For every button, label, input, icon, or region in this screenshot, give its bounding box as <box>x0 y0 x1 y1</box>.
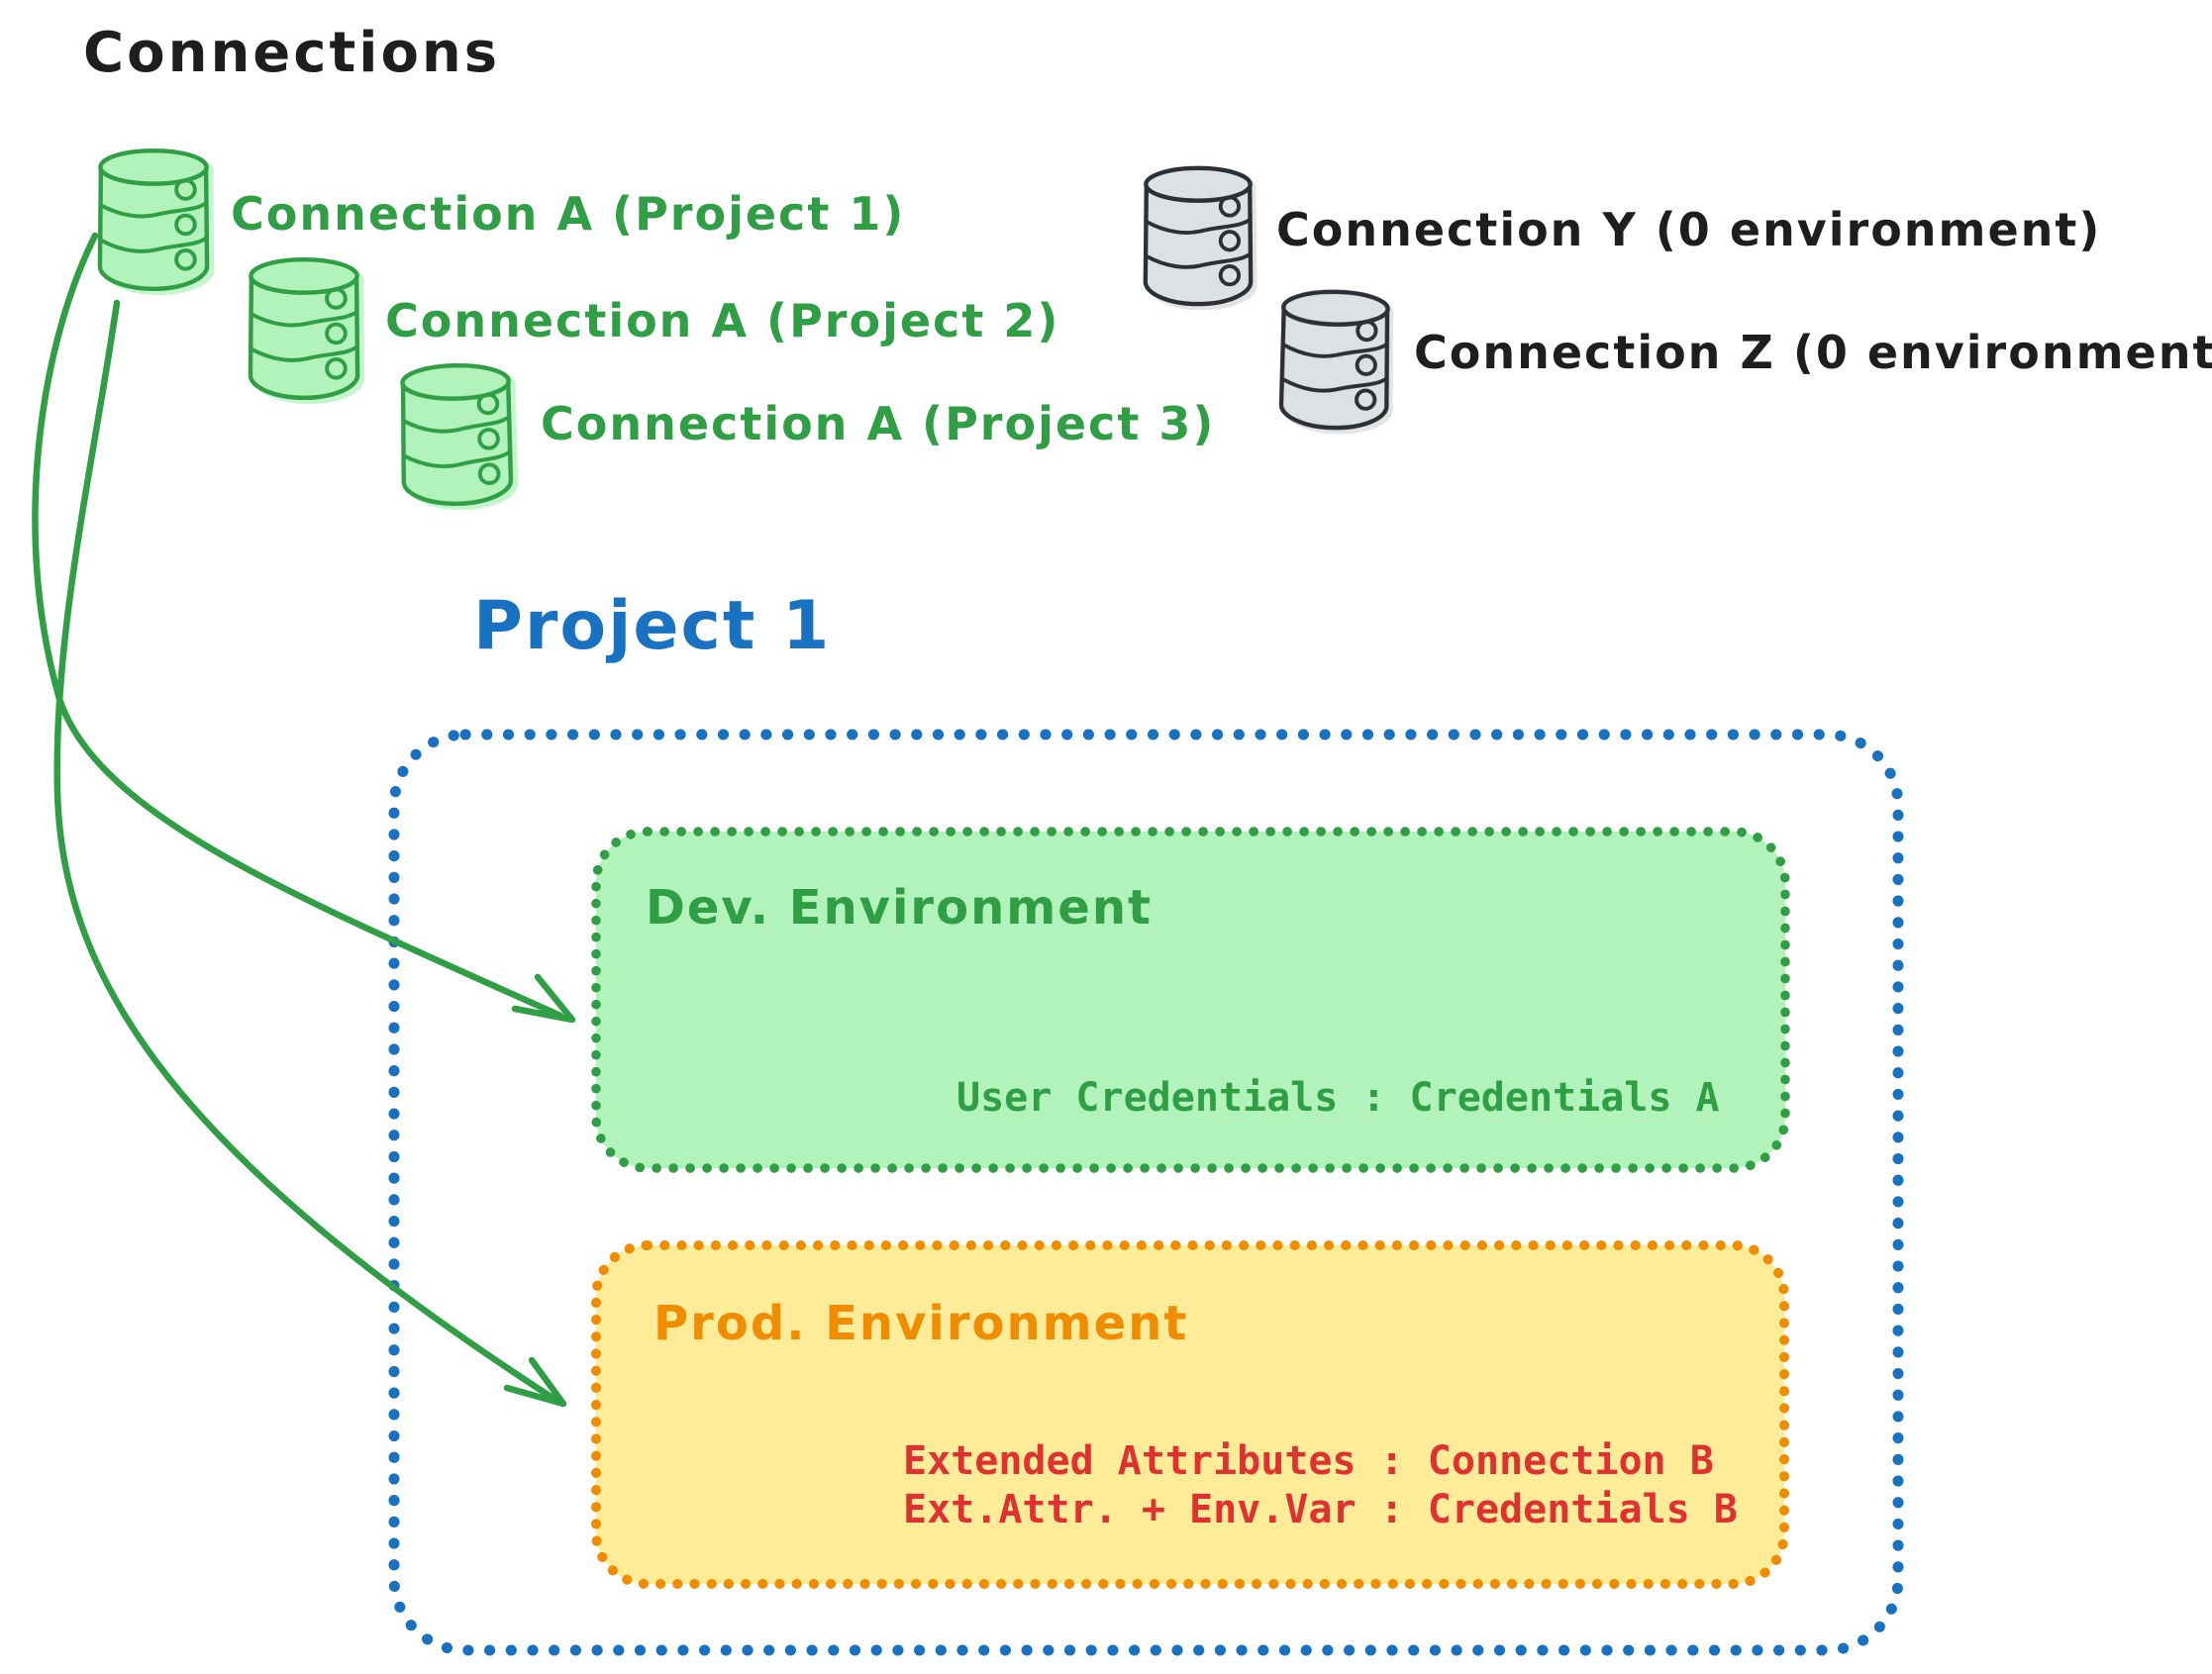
database-icon-connection-z <box>1276 284 1394 434</box>
label-connection-y: Connection Y (0 environment) <box>1276 203 2102 256</box>
prod-mapping-line-1: Extended Attributes : Connection B <box>903 1438 1714 1484</box>
arrow-to-prod-environment <box>53 299 567 1408</box>
project-title: Project 1 <box>473 587 832 665</box>
database-icon-connection-a-project-1 <box>95 145 212 293</box>
label-connection-a-project-3: Connection A (Project 3) <box>541 397 1216 450</box>
diagram-title: Connections <box>83 21 501 85</box>
label-connection-a-project-2: Connection A (Project 2) <box>385 294 1060 347</box>
arrowhead-dev <box>511 973 576 1024</box>
prod-mapping-line-2: Ext.Attr. + Env.Var : Credentials B <box>903 1487 1738 1532</box>
arrowhead-prod <box>503 1356 567 1408</box>
label-connection-z: Connection Z (0 environment) <box>1414 326 2212 379</box>
dev-environment-box <box>591 827 1790 1173</box>
dev-environment-title: Dev. Environment <box>646 880 1153 935</box>
prod-environment-title: Prod. Environment <box>654 1296 1189 1351</box>
database-icon-connection-a-project-2 <box>246 253 362 402</box>
dev-credentials-mapping: User Credentials : Credentials A <box>956 1075 1720 1121</box>
prod-credentials-mapping: Extended Attributes : Connection B Ext.A… <box>903 1437 1738 1534</box>
label-connection-a-project-1: Connection A (Project 1) <box>231 187 906 241</box>
database-icon-connection-a-project-3 <box>397 357 517 510</box>
database-icon-connection-y <box>1141 162 1256 308</box>
prod-environment-box <box>591 1240 1789 1589</box>
